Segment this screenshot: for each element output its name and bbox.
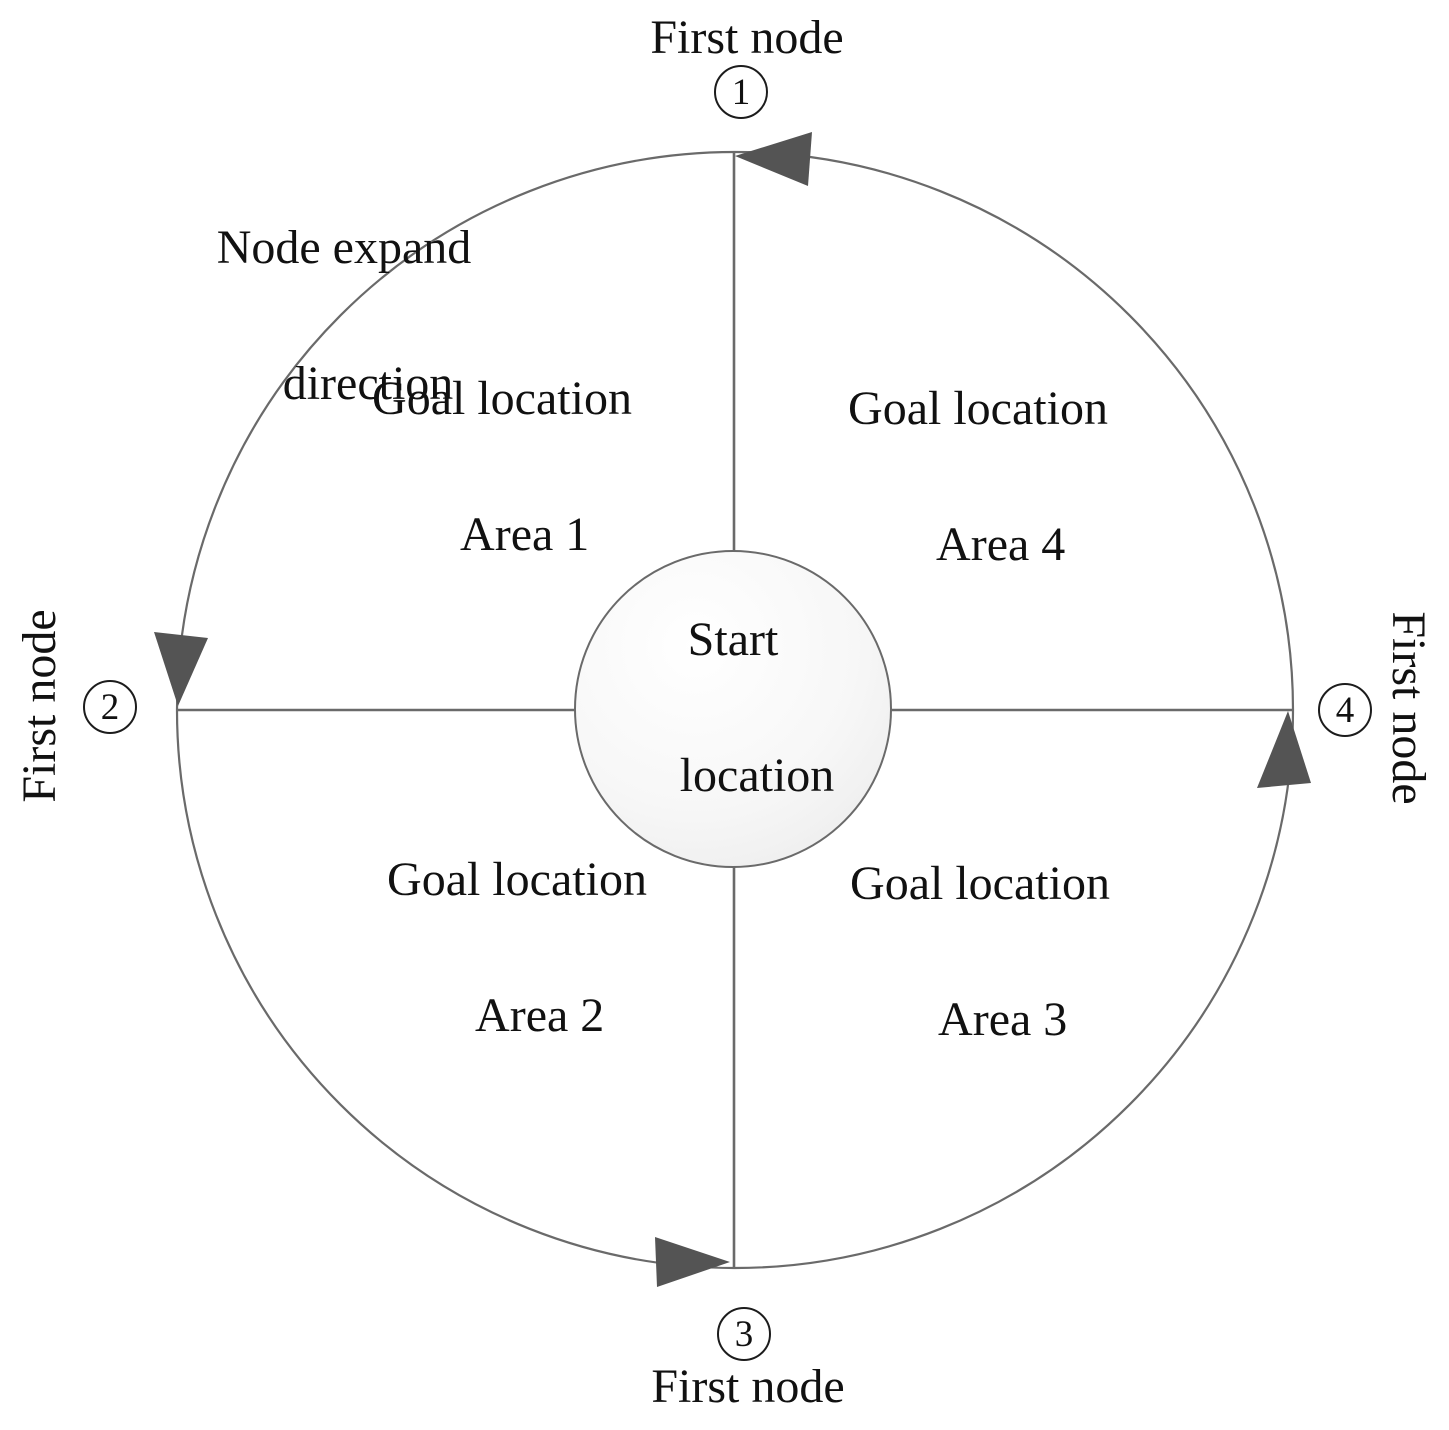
- start-location-label: Start location: [632, 606, 835, 810]
- area1-line2: Area 1: [460, 508, 590, 561]
- first-node-label-right: First node: [1382, 611, 1435, 805]
- goal-area-1-label: Goal location Area 1: [372, 365, 632, 569]
- area3-line1: Goal location: [850, 857, 1110, 910]
- arrowhead-right-icon: [1257, 711, 1311, 788]
- start-location-circle: [574, 550, 892, 868]
- arrowhead-top-icon: [735, 132, 812, 186]
- area2-line1: Goal location: [387, 853, 647, 906]
- area4-line1: Goal location: [848, 382, 1108, 435]
- first-node-label-bottom: First node: [651, 1360, 845, 1413]
- first-node-label-left: First node: [13, 609, 66, 803]
- goal-area-3-label: Goal location Area 3: [850, 850, 1110, 1054]
- goal-area-4-label: Goal location Area 4: [848, 375, 1108, 579]
- area4-line2: Area 4: [936, 518, 1066, 571]
- start-line2: location: [679, 749, 835, 802]
- area1-line1: Goal location: [372, 372, 632, 425]
- first-node-label-top: First node: [650, 11, 844, 64]
- arrowhead-bottom-icon: [655, 1237, 730, 1287]
- goal-area-2-label: Goal location Area 2: [387, 846, 647, 1050]
- arrowhead-left-icon: [154, 632, 208, 706]
- node-number-3-badge: 3: [717, 1307, 771, 1361]
- node-number-2-badge: 2: [83, 680, 137, 734]
- node-expand-line1: Node expand: [216, 221, 472, 274]
- start-line1: Start: [687, 613, 779, 666]
- area2-line2: Area 2: [475, 989, 605, 1042]
- node-number-1-badge: 1: [714, 65, 768, 119]
- node-expand-direction-label: Node expand direction: [217, 214, 472, 418]
- node-expand-line2: direction: [282, 357, 454, 410]
- area3-line2: Area 3: [938, 993, 1068, 1046]
- node-number-4-badge: 4: [1318, 683, 1372, 737]
